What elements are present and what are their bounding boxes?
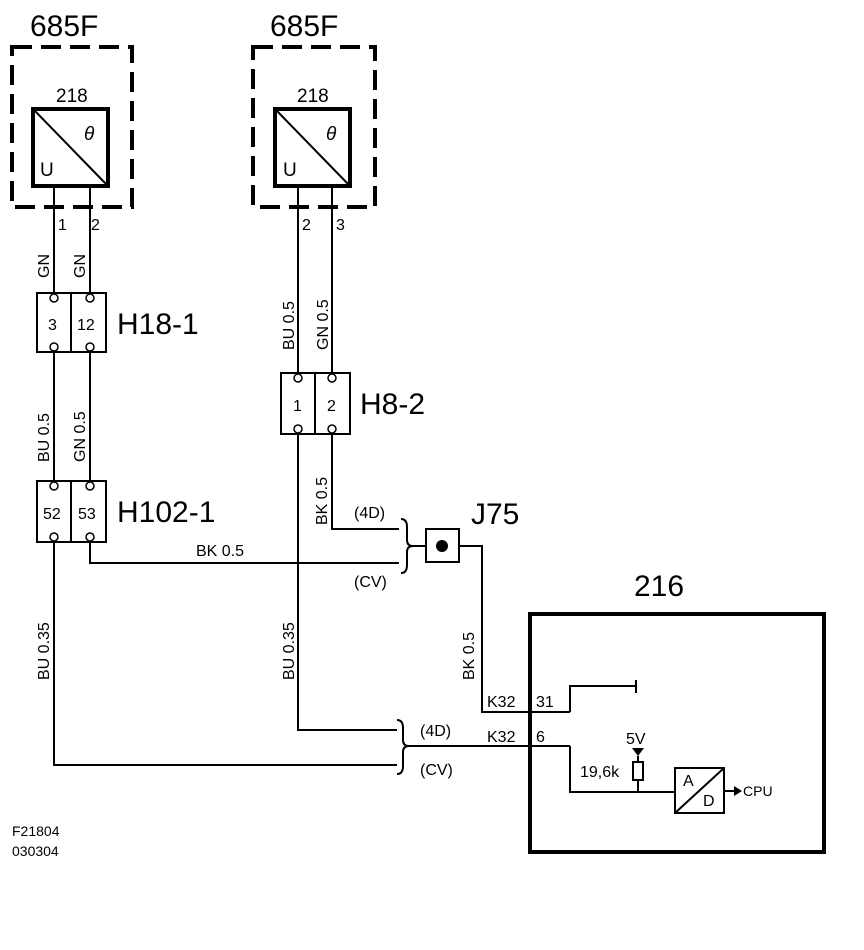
date-code: 030304 — [12, 843, 59, 859]
h102-1-pin-b: 53 — [78, 506, 96, 523]
h8-2-pin-a: 1 — [293, 398, 302, 415]
h102-1-label: H102-1 — [117, 496, 215, 529]
wire-right-bu-label: BU 0.5 — [281, 301, 298, 350]
wire-bu-mid — [297, 434, 397, 731]
sensor-left-pin-a: 1 — [58, 217, 67, 234]
sensor-left-module-label: 685F — [30, 10, 98, 43]
adc-out-label: CPU — [743, 783, 773, 799]
sensor-right-pin-b: 3 — [336, 217, 345, 234]
ecu-ground-wire — [569, 685, 636, 712]
sensor-right-module-boundary — [251, 45, 377, 209]
wire-right-gn-label: GN 0.5 — [315, 299, 332, 350]
wire-bu-mid-label: BU 0.35 — [281, 622, 298, 680]
adc-a: A — [683, 773, 694, 790]
wire-bk-h102 — [89, 542, 399, 564]
sensor-left-diagonal — [34, 110, 107, 185]
adc-d: D — [703, 793, 715, 810]
wire-left-gn-2-label: GN — [72, 254, 89, 278]
wire-bk-h8 — [331, 434, 399, 530]
ecu-label: 216 — [634, 570, 684, 603]
ecu-pin-6: 6 — [536, 729, 545, 746]
sensor-left-module-boundary — [10, 45, 134, 209]
splice-j75: J75 — [425, 498, 519, 563]
wire-bu-left-label: BU 0.35 — [36, 622, 53, 680]
sensor-right-diagonal — [276, 110, 349, 185]
ecu-conn-31: K32 — [487, 694, 516, 711]
sensor-right-theta: θ — [326, 124, 337, 145]
ecu-216: 216 K32 31 K32 6 5V 19,6k A D CPU — [487, 570, 826, 854]
ecu-pin-31: 31 — [536, 694, 554, 711]
wire-left-gn-1-label: GN — [36, 254, 53, 278]
variant-top-cv: (CV) — [354, 574, 387, 591]
cpu-arrow — [734, 786, 742, 796]
h8-2-label: H8-2 — [360, 388, 425, 421]
wire-h18-h102-bu-label: BU 0.5 — [36, 413, 53, 462]
ecu-supply-label: 5V — [626, 731, 646, 748]
sensor-right-u: U — [283, 160, 297, 181]
variant-top-4d: (4D) — [354, 505, 385, 522]
resistor-label: 19,6k — [580, 764, 620, 781]
sensor-left-pin-b: 2 — [91, 217, 100, 234]
connector-h102-1: 52 53 H102-1 — [36, 480, 215, 543]
sensor-right-id: 218 — [297, 86, 329, 107]
sensor-right-pin-a: 2 — [302, 217, 311, 234]
h18-1-pin-a: 3 — [48, 317, 57, 334]
wire-bk-h8-label: BK 0.5 — [314, 477, 331, 525]
connector-h8-2: 1 2 H8-2 — [280, 372, 425, 435]
sensor-left-u: U — [40, 160, 54, 181]
variant-brace-top — [400, 518, 414, 574]
wire-bk-j75 — [459, 545, 570, 713]
ecu-box — [528, 612, 826, 854]
variant-brace-bottom — [396, 719, 410, 775]
sensor-left-box — [31, 107, 110, 188]
sensor-right-group: 685F 218 U θ 2 3 — [251, 10, 377, 234]
sensor-left-theta: θ — [84, 124, 95, 145]
h102-1-pin-a: 52 — [43, 506, 61, 523]
pullup-resistor — [632, 761, 644, 781]
wire-h18-h102-gn-label: GN 0.5 — [72, 411, 89, 462]
sensor-right-box — [273, 107, 352, 188]
ecu-input-wire — [569, 746, 675, 793]
wire-bu-left — [53, 542, 397, 766]
variant-bottom-4d: (4D) — [420, 723, 451, 740]
connector-h18-1: 3 12 H18-1 — [36, 292, 199, 353]
ecu-conn-6: K32 — [487, 729, 516, 746]
h18-1-label: H18-1 — [117, 308, 199, 341]
variant-bottom-cv: (CV) — [420, 762, 453, 779]
supply-arrow — [632, 748, 644, 756]
sensor-left-group: 685F 218 U θ 1 2 — [10, 10, 134, 234]
sensor-right-module-label: 685F — [270, 10, 338, 43]
wire-bk-h102-label: BK 0.5 — [196, 543, 244, 560]
wire-bk-j75-label: BK 0.5 — [461, 632, 478, 680]
j75-label: J75 — [471, 498, 519, 531]
h18-1-pin-b: 12 — [77, 317, 95, 334]
figure-id: F21804 — [12, 823, 60, 839]
sensor-left-id: 218 — [56, 86, 88, 107]
h8-2-pin-b: 2 — [327, 398, 336, 415]
